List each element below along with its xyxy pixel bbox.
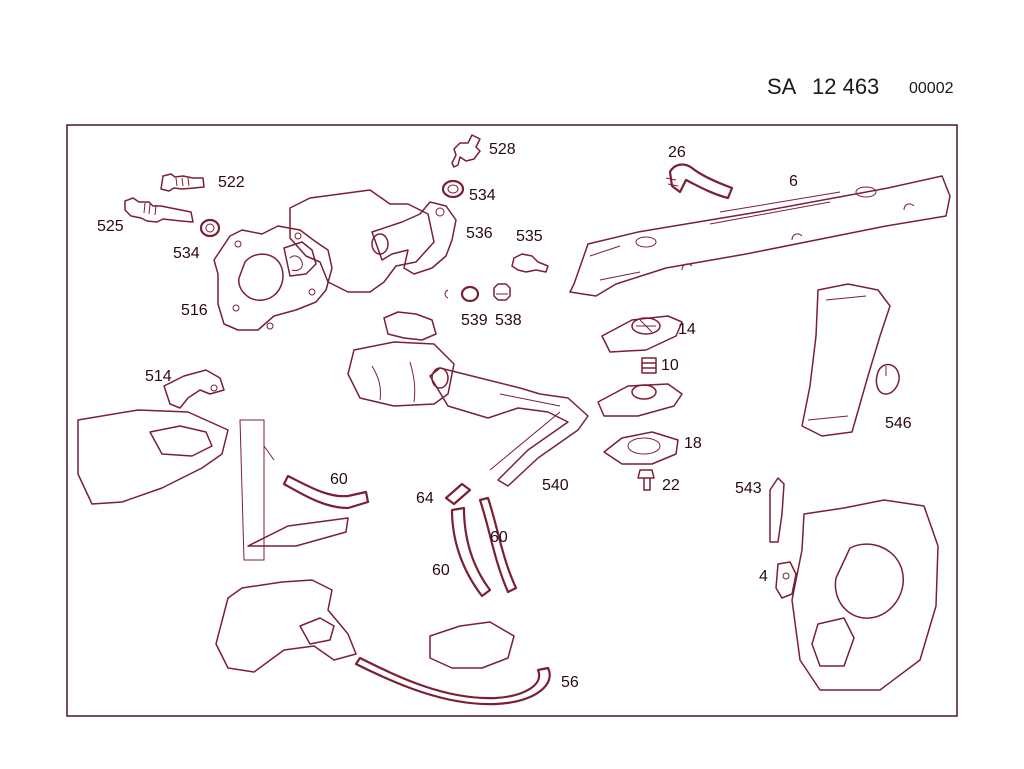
callout-539: 539 bbox=[461, 312, 488, 329]
callout-546: 546 bbox=[885, 415, 912, 432]
hose-60-lower-a[interactable] bbox=[450, 506, 492, 598]
callout-514: 514 bbox=[145, 368, 172, 385]
engine-block-outline bbox=[289, 189, 455, 407]
callout-535: 535 bbox=[516, 228, 543, 245]
drawing-code-number: 12 463 bbox=[812, 74, 880, 99]
hose-60-upper[interactable] bbox=[282, 474, 370, 510]
callout-6: 6 bbox=[789, 173, 798, 190]
seal-ring-534-left[interactable] bbox=[199, 218, 221, 238]
hose-64[interactable] bbox=[444, 482, 472, 506]
gasket-18[interactable] bbox=[603, 431, 679, 465]
plug-538[interactable] bbox=[493, 283, 511, 301]
thermostat-housing-536[interactable] bbox=[371, 201, 457, 275]
thermostat-cap-14[interactable] bbox=[601, 315, 683, 353]
callout-22: 22 bbox=[662, 477, 680, 494]
bracket-4[interactable] bbox=[775, 561, 797, 599]
bolt-22[interactable] bbox=[637, 469, 655, 491]
clamp-546[interactable] bbox=[875, 363, 900, 395]
sensor-528[interactable] bbox=[451, 134, 481, 168]
callout-18: 18 bbox=[684, 435, 702, 452]
callout-536: 536 bbox=[466, 225, 493, 242]
hose-26[interactable] bbox=[665, 163, 734, 200]
bracket-514[interactable] bbox=[163, 369, 225, 409]
callout-60: 60 bbox=[330, 471, 348, 488]
callout-528: 528 bbox=[489, 141, 516, 158]
pump-housing-516[interactable] bbox=[213, 225, 333, 331]
drawing-sheet-code: 00002 bbox=[909, 80, 954, 97]
front-cover-left bbox=[77, 409, 229, 505]
callout-14: 14 bbox=[678, 321, 696, 338]
callout-540: 540 bbox=[542, 477, 569, 494]
drawing-code-prefix: SA bbox=[767, 74, 797, 99]
callout-543: 543 bbox=[735, 480, 762, 497]
callout-4: 4 bbox=[759, 568, 768, 585]
callout-64: 64 bbox=[416, 490, 434, 507]
callout-538: 538 bbox=[495, 312, 522, 329]
seal-539[interactable] bbox=[444, 285, 480, 303]
thermostat-plate[interactable] bbox=[597, 383, 683, 417]
callout-56: 56 bbox=[561, 674, 579, 691]
callout-60: 60 bbox=[432, 562, 450, 579]
callout-525: 525 bbox=[97, 218, 124, 235]
coolant-pipe-540[interactable] bbox=[429, 367, 589, 487]
cylinder-head-cover-6[interactable] bbox=[569, 175, 951, 297]
bracket-543[interactable] bbox=[769, 477, 785, 543]
water-pump-assembly bbox=[215, 419, 515, 673]
hose-60-lower-b[interactable] bbox=[478, 496, 518, 594]
timing-cover bbox=[791, 499, 939, 691]
callout-26: 26 bbox=[668, 144, 686, 161]
callout-522: 522 bbox=[218, 174, 245, 191]
callout-10: 10 bbox=[661, 357, 679, 374]
drawing-header: SA 12 463 00002 bbox=[0, 74, 1024, 104]
sensor-535[interactable] bbox=[511, 253, 549, 273]
callout-516: 516 bbox=[181, 302, 208, 319]
callout-60: 60 bbox=[490, 529, 508, 546]
hose-56[interactable] bbox=[354, 656, 551, 706]
sensor-522[interactable] bbox=[160, 173, 205, 192]
seal-ring-534-top[interactable] bbox=[441, 179, 465, 199]
callout-534: 534 bbox=[469, 187, 496, 204]
callout-534: 534 bbox=[173, 245, 200, 262]
spring-10[interactable] bbox=[641, 357, 657, 374]
diagram-frame bbox=[66, 124, 958, 717]
oil-filter-housing bbox=[801, 283, 891, 437]
sensor-525[interactable] bbox=[124, 197, 194, 223]
